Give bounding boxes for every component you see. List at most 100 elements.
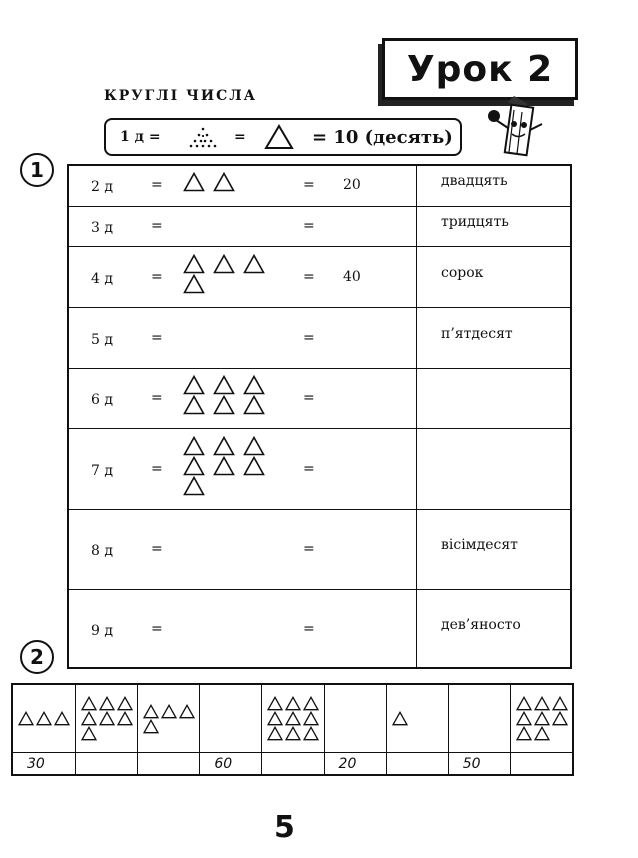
row-label: 4 д [91,270,113,287]
triangle-icon [99,696,116,711]
row-value: 40 [343,268,361,285]
triangle-icon [183,455,205,475]
triangle-cell [13,685,75,752]
triangle-icon [303,711,320,726]
triangle-group [80,696,134,741]
exercise-2-table: 30 60 20 50 [11,683,574,776]
column-divider [416,247,417,307]
triangle-icon [213,172,235,192]
column-divider [416,429,417,509]
triangle-icon [303,726,320,741]
row-equals: = [151,541,163,557]
column-divider [416,207,417,246]
number-cell: 30 [13,752,76,774]
triangle-icon [551,711,568,726]
triangle-icon [285,726,302,741]
triangle-icon [551,696,568,711]
answer-column [385,685,449,774]
row-equals: = [151,329,163,346]
row-label: 3 д [91,220,113,236]
number-cell: 60 [200,752,263,774]
row-label: 9 д [91,623,113,639]
triangle-icon [285,711,302,726]
triangle-icon [183,475,205,495]
triangle-icon [213,375,235,395]
row-word: тридцять [441,214,509,230]
triangle-cell [200,685,262,752]
column-divider [416,308,417,368]
formula-equals: = [234,129,246,145]
triangle-icon [515,696,532,711]
triangle-icon [54,711,71,726]
triangle-icon [143,703,160,718]
answer-column [75,685,139,774]
triangle-group [17,711,71,726]
answer-column [137,685,201,774]
lesson-title: Урок 2 [406,48,554,90]
triangle-icon [213,455,235,475]
triangle-icon [183,172,205,192]
triangle-icon [117,711,134,726]
triangle-icon [243,455,265,475]
row-equals: = [151,460,163,477]
table-row: 6 д== [69,368,570,428]
answer-column: 20 [323,685,387,774]
number-cell [76,752,139,774]
row-equals-result: = [303,268,315,285]
column-divider [416,590,417,669]
triangle-icon [285,696,302,711]
triangle-icon [81,696,98,711]
triangle-icon [81,726,98,741]
triangle-icon [515,711,532,726]
page-number: 5 [274,810,295,845]
triangle-group [266,696,320,741]
triangle-cell [511,685,573,752]
formula-left: 1 д = [120,129,161,145]
row-equals-result: = [303,218,315,234]
triangle-icon [267,696,284,711]
triangle-icon [533,726,550,741]
table-row: 8 д==вісімдесят [69,509,570,589]
exercise-1-number: 1 [20,153,54,187]
triangle-icon [213,395,235,415]
answer-column [261,685,325,774]
answer-column: 50 [447,685,511,774]
triangle-icon [183,435,205,455]
triangle-icon [183,375,205,395]
dotted-triangle-icon [189,127,217,148]
triangle-group [183,172,273,192]
triangle-icon [213,435,235,455]
row-label: 8 д [91,543,113,559]
triangle-cell [325,685,387,752]
number-cell: 20 [324,752,387,774]
triangle-icon [267,726,284,741]
formula-box: 1 д = = = 10 (десять) [104,118,462,156]
triangle-group [183,253,273,294]
triangle-icon [213,253,235,273]
pencil-mascot-icon [488,96,543,157]
triangle-cell [449,685,511,752]
row-equals: = [151,218,163,234]
triangle-icon [391,711,408,726]
table-row: 7 д== [69,428,570,509]
column-divider [416,369,417,428]
row-label: 2 д [91,179,113,195]
row-equals-result: = [303,390,315,406]
triangle-icon [243,435,265,455]
page-heading: КРУГЛІ ЧИСЛА [104,88,258,104]
lesson-title-box: Урок 2 [382,38,578,100]
triangle-icon [533,711,550,726]
row-equals: = [151,390,163,406]
column-divider [416,166,417,206]
row-word: вісімдесят [441,537,518,553]
triangle-icon [18,711,35,726]
table-row: 5 д==п’ятдесят [69,307,570,368]
row-equals-result: = [303,329,315,346]
row-equals-result: = [303,177,315,193]
row-equals: = [151,268,163,285]
triangle-icon [515,726,532,741]
column-divider [416,510,417,589]
triangle-cell [76,685,138,752]
triangle-icon [81,711,98,726]
